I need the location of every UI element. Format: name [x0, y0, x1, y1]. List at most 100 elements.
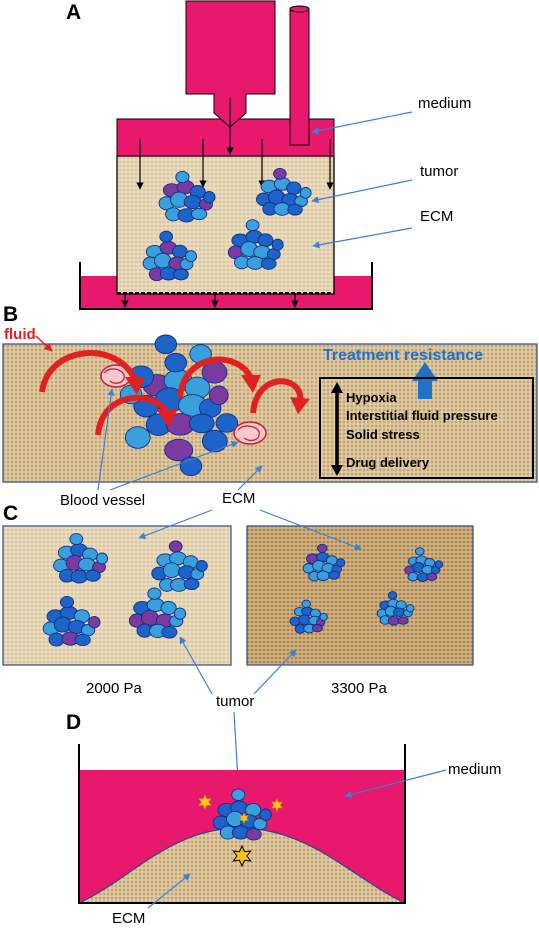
pointer-medium — [311, 111, 413, 135]
tumor-cell — [162, 562, 181, 579]
tumor-cluster — [42, 595, 101, 647]
tumor-cell — [183, 578, 200, 591]
pointer-tumor-stiff — [253, 649, 297, 695]
tumor-cell — [271, 238, 284, 251]
tumor-cell — [171, 244, 188, 259]
tumor-cell — [175, 170, 190, 184]
tumor-cell — [259, 808, 272, 821]
tumor-cell — [319, 612, 328, 622]
tumor-cell — [164, 352, 187, 373]
tumor-cluster — [376, 591, 415, 626]
fluid-arrow — [177, 356, 261, 398]
ecm-stiff — [246, 525, 474, 666]
tumor-cell — [173, 607, 187, 620]
tumor-cell — [286, 181, 302, 195]
tumor-cell — [74, 633, 91, 647]
drug-star-shape — [271, 798, 283, 812]
label-tumor: tumor — [216, 693, 254, 710]
tumor-cell — [336, 558, 346, 568]
factor-arrow — [331, 382, 343, 476]
panel-a: A — [66, 0, 471, 310]
tumor-cell — [96, 552, 109, 565]
tumor-cell — [168, 540, 183, 553]
tumor-cell — [253, 817, 268, 831]
tumor-cluster — [142, 230, 197, 282]
tumor-cell — [153, 252, 172, 269]
fluid-arrow — [250, 378, 310, 414]
tumor-cell — [147, 587, 162, 600]
label-blood-vessel: Blood vessel — [60, 492, 145, 509]
tumor-cluster — [289, 599, 328, 634]
factor-drug-delivery: Drug delivery — [346, 455, 430, 470]
label-medium: medium — [418, 95, 471, 112]
label-3300-pa: 3300 Pa — [331, 680, 388, 697]
pointer-ecm-stiff — [259, 509, 362, 551]
tumor-cell — [301, 599, 311, 608]
tumor-cell — [397, 616, 409, 625]
panel-b: B fluid Treatment resistance — [2, 303, 538, 509]
tumor-cell — [191, 207, 208, 221]
tumor-cell — [311, 624, 323, 633]
tumor-cell — [124, 426, 151, 449]
tumor-cell — [140, 609, 159, 626]
treatment-resistance-title: Treatment resistance — [323, 347, 483, 364]
tumor-cell — [88, 616, 101, 629]
tumor-cell — [273, 167, 287, 180]
tumor-cell — [415, 547, 425, 556]
tumor-cell — [287, 203, 303, 216]
tumor-cluster — [128, 587, 187, 639]
tumor-cell — [260, 257, 277, 270]
tumor-cell — [185, 250, 197, 263]
tumor-cell — [85, 569, 101, 582]
tumor-cell — [59, 595, 75, 609]
pointer-tumor-soft — [179, 636, 213, 695]
label-ecm: ECM — [112, 910, 145, 927]
pointer-medium — [344, 769, 447, 798]
tumor-cell — [289, 616, 301, 627]
tumor-cell — [245, 219, 260, 232]
culture-well — [78, 744, 406, 904]
tumor-cell — [406, 604, 415, 613]
tumor-cell — [160, 600, 177, 615]
ecm-soft — [2, 525, 232, 666]
tumor-cell — [317, 543, 328, 553]
factor-solid-stress: Solid stress — [346, 427, 420, 442]
factors-box — [319, 377, 534, 479]
pointer-tumor — [311, 179, 413, 204]
tumor-cell — [299, 187, 312, 199]
pointer-blood-vessel — [97, 388, 115, 491]
tumor-cell — [245, 828, 262, 841]
outlet-tube — [289, 8, 310, 146]
label-ecm: ECM — [222, 490, 255, 507]
tumor-cell — [159, 230, 174, 243]
label-2000-pa: 2000 Pa — [86, 680, 143, 697]
panel-letter-b: B — [3, 303, 18, 326]
panel-letter-a: A — [66, 1, 81, 24]
tumor-cell — [328, 570, 340, 580]
tumor-cell — [161, 626, 178, 639]
tumor-cell — [188, 413, 215, 434]
treatment-resistance-arrow — [412, 362, 438, 399]
pointer-ecm — [147, 873, 191, 909]
label-tumor: tumor — [420, 163, 458, 180]
pointer-ecm — [312, 227, 413, 249]
tumor-cluster — [212, 788, 272, 841]
fluid-flow-arrows — [39, 350, 310, 436]
tumor-cell — [231, 788, 246, 801]
tumor-cell — [173, 268, 189, 281]
drug-star — [239, 812, 249, 824]
tumor-cluster — [404, 547, 444, 582]
tumor-cell — [154, 334, 178, 355]
label-fluid: fluid — [4, 326, 36, 343]
factor-interstitial-fluid-pressure: Interstitial fluid pressure — [346, 408, 498, 423]
fluid-arrow — [95, 394, 177, 436]
tumor-cluster — [53, 533, 109, 584]
tumor-cluster — [227, 219, 284, 270]
tumor-cell — [407, 571, 419, 582]
tumor-cell — [183, 194, 202, 210]
pointer-ecm-soft — [138, 509, 213, 540]
label-medium: medium — [448, 761, 501, 778]
tumor-cell — [257, 233, 274, 248]
